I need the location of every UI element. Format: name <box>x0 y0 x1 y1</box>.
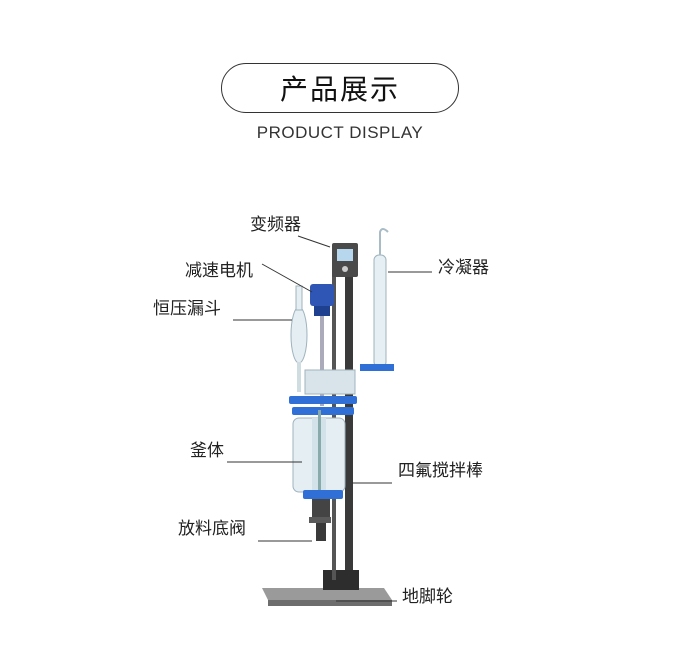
label-inverter: 变频器 <box>250 210 301 235</box>
label-base: 地脚轮 <box>402 582 453 607</box>
label-funnel: 恒压漏斗 <box>153 294 221 319</box>
condenser-glass <box>374 255 386 367</box>
label-condenser: 冷凝器 <box>438 253 489 278</box>
funnel-glass <box>291 307 307 363</box>
base-column <box>323 570 359 590</box>
motor-body <box>310 284 334 306</box>
bottom-valve <box>316 523 326 541</box>
label-valve: 放料底阀 <box>178 514 246 539</box>
label-stirrer: 四氟搅拌棒 <box>398 456 483 481</box>
lower-flange <box>303 490 343 499</box>
label-motor: 减速电机 <box>185 256 253 281</box>
upper-flange <box>289 396 357 404</box>
label-vessel: 釜体 <box>190 436 224 461</box>
